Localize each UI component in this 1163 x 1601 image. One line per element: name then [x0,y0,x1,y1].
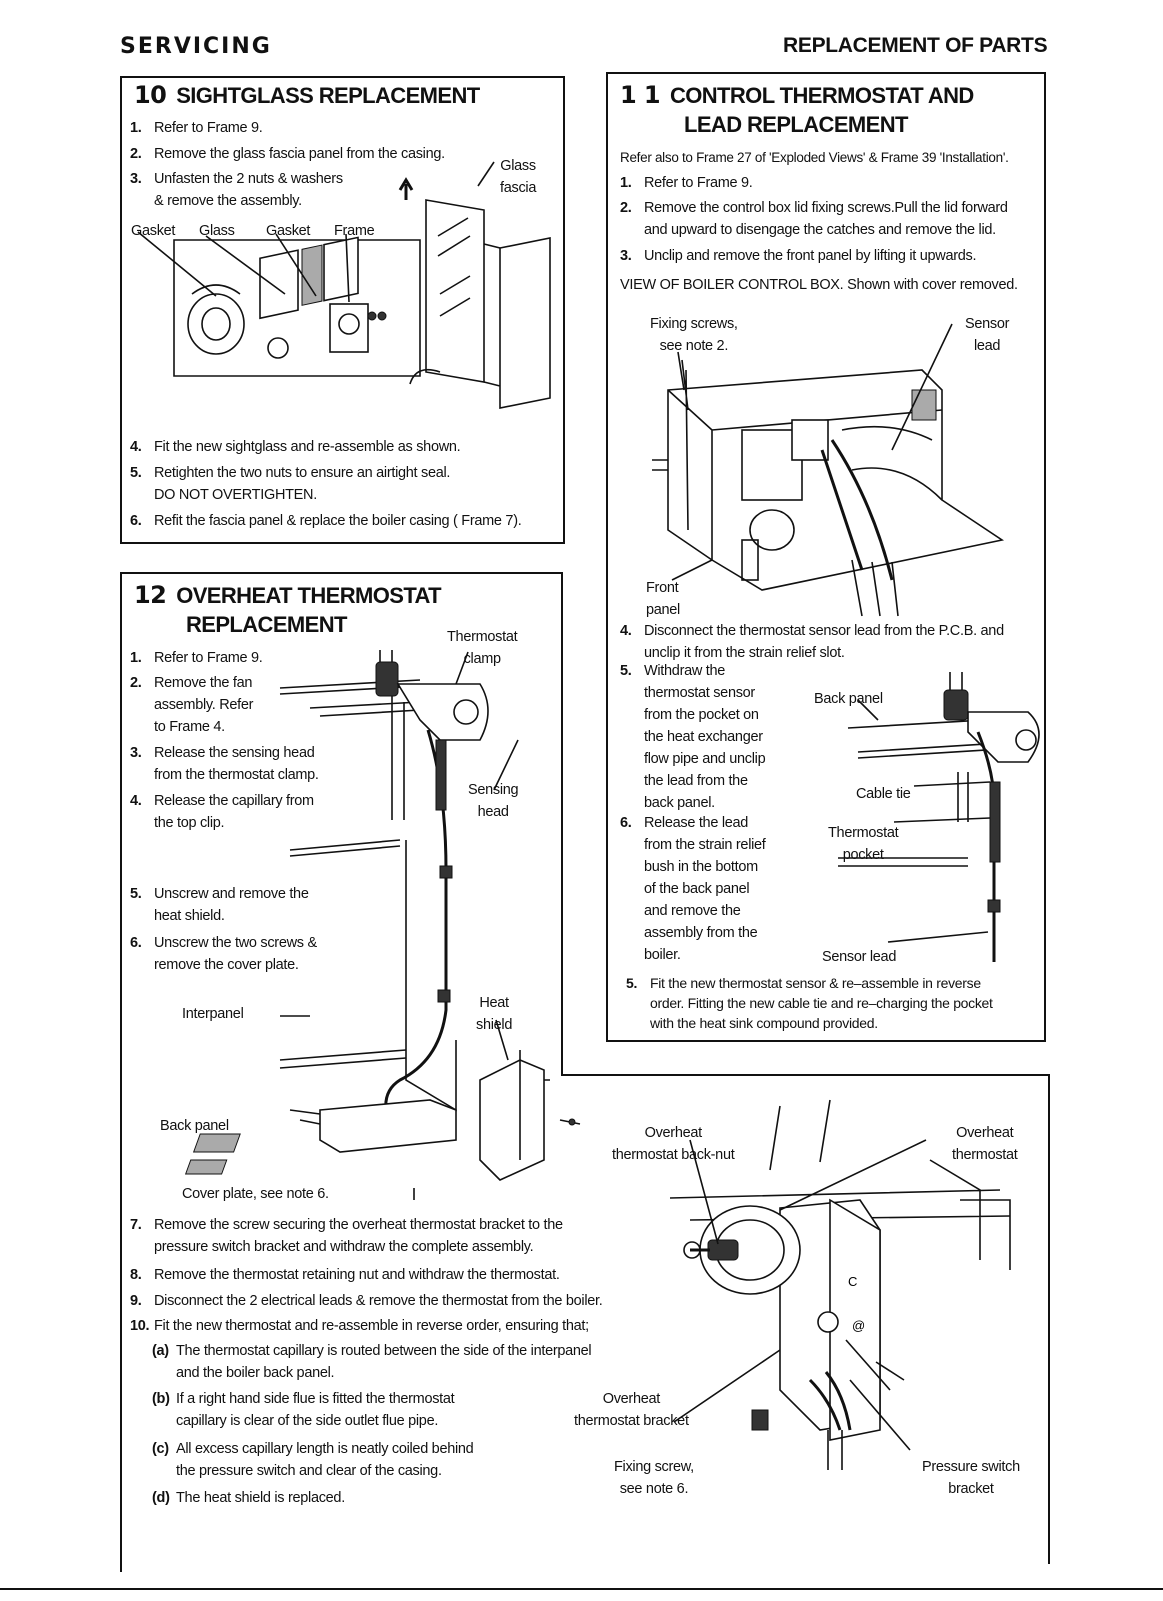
step-5: 5.Withdraw the thermostat sensor from th… [620,663,766,811]
step-1: 1.Refer to Frame 9. [620,175,753,191]
frame-12-border-top [120,572,562,574]
frame-number: 1 1 [620,81,661,109]
frame-12-title: 12 OVERHEAT THERMOSTAT [134,580,442,611]
frame-12-title-line2: REPLACEMENT [186,612,347,637]
sensor-pocket-diagram [838,672,1040,962]
step-2: 2.Remove the control box lid fixing scre… [620,200,1008,238]
overheat-assembly-diagram [184,650,581,1200]
step-9: 9.Disconnect the 2 electrical leads & re… [130,1293,603,1309]
control-box-diagram [652,323,1005,617]
step-6: 6.Unscrew the two screws &remove the cov… [130,935,317,973]
label-back-panel: Back panel [814,691,883,707]
label-cover-plate: Cover plate, see note 6. [182,1186,329,1202]
step-1: 1.Refer to Frame 9. [130,650,263,666]
frame-number: 10 [134,81,167,109]
step-6: 6.Release the lead from the strain relie… [620,815,766,963]
step-4: 4.Disconnect the thermostat sensor lead … [620,623,1004,661]
step-10: 10.Fit the new thermostat and re-assembl… [130,1318,589,1334]
label-fixing-screw: Fixing screw,see note 6. [614,1459,694,1497]
step-5-refit: 5.Fit the new thermostat sensor & re–ass… [626,975,993,1031]
frame-11-title-line2: LEAD REPLACEMENT [684,112,908,137]
label-frame: Frame [334,223,375,239]
frame-12-border-mid [561,572,563,1074]
section-title: SERVICING [120,34,272,59]
overheat-thermostat-closeup: C @ [669,1099,1011,1470]
frame-12-border-left [120,572,122,1572]
substep-d: (d)The heat shield is replaced. [152,1490,345,1506]
step-6: 6.Refit the fascia panel & replace the b… [130,513,522,529]
frame-heading: CONTROL THERMOSTAT AND [669,83,974,108]
frame-number: 12 [134,581,167,609]
step-3: 3.Unclip and remove the front panel by l… [620,248,977,264]
step-7: 7.Remove the screw securing the overheat… [130,1217,563,1255]
sightglass-diagram [137,161,551,409]
label-interpanel: Interpanel [182,1006,244,1022]
step-3: 3.Unfasten the 2 nuts & washers& remove … [130,171,343,209]
frame-11 [606,72,1046,1042]
svg-text:C: C [848,1274,857,1289]
substep-b: (b)If a right hand side flue is fitted t… [152,1391,455,1429]
page-bottom-rule [0,1588,1163,1590]
view-caption: VIEW OF BOILER CONTROL BOX. Shown with c… [620,277,1018,293]
page-heading: REPLACEMENT OF PARTS [783,34,1048,57]
frame-10 [120,76,565,544]
step-1: 1.Refer to Frame 9. [130,120,263,136]
refer-also-note: Refer also to Frame 27 of 'Exploded View… [620,150,1009,165]
frame-12-border-right [1048,1074,1050,1564]
step-8: 8.Remove the thermostat retaining nut an… [130,1267,560,1283]
frame-heading: OVERHEAT THERMOSTAT [176,583,442,608]
substep-c: (c)All excess capillary length is neatly… [152,1441,474,1479]
frame-12-border-step [561,1074,1049,1076]
frame-10-title: 10 SIGHTGLASS REPLACEMENT [134,80,480,111]
frame-heading: SIGHTGLASS REPLACEMENT [176,83,480,108]
svg-text:@: @ [852,1318,865,1333]
step-5: 5.Retighten the two nuts to ensure an ai… [130,465,451,503]
frame-11-title: 1 1 CONTROL THERMOSTAT AND [620,80,974,111]
label-cable-tie: Cable tie [856,786,911,802]
label-fixing-screws: Fixing screws,see note 2. [650,316,738,354]
step-2: 2.Remove the glass fascia panel from the… [130,146,445,162]
label-glass: Glass [199,223,235,239]
substep-a: (a)The thermostat capillary is routed be… [152,1343,592,1381]
label-sensor-lead-bottom: Sensor lead [822,949,897,965]
label-back-panel: Back panel [160,1118,229,1134]
step-4: 4.Fit the new sightglass and re-assemble… [130,439,461,455]
